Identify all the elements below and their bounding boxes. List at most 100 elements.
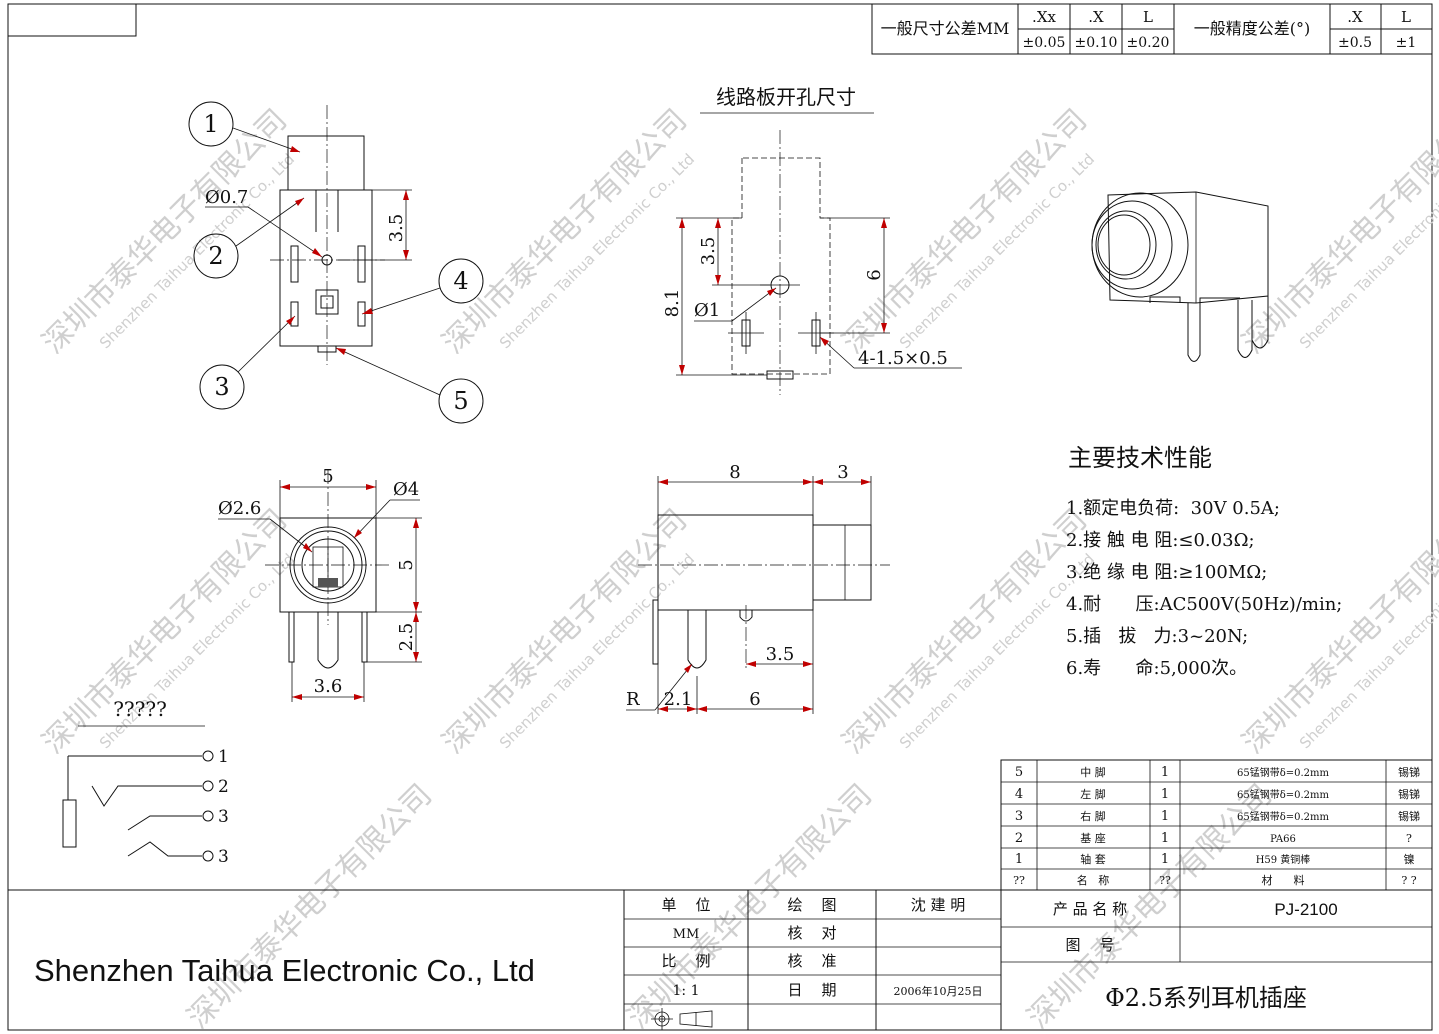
- tolerance-dim-header: .X: [1088, 8, 1104, 26]
- bom-header: 名 称: [1077, 873, 1110, 887]
- tolerance-angle-header: L: [1401, 8, 1411, 26]
- projection-symbol-icon: [651, 1008, 713, 1030]
- product-name-value: PJ-2100: [1274, 900, 1337, 919]
- tolerance-dim-header: L: [1143, 8, 1153, 26]
- spec-item: 6.寿 命:5,000次。: [1066, 658, 1247, 679]
- bom-cell: 中 脚: [1080, 765, 1106, 779]
- pcb-slots-label: 4-1.5×0.5: [858, 348, 948, 369]
- unit-label: 单 位: [661, 896, 710, 914]
- tolerance-table: 一般尺寸公差MM .Xx .X L ±0.05 ±0.10 ±0.20 一般精度…: [871, 3, 1433, 55]
- bom-cell: 1: [1161, 831, 1169, 846]
- date-label: 日 期: [787, 981, 836, 999]
- spec-item: 4.耐 压:AC500V(50Hz)/min;: [1066, 594, 1342, 615]
- side-dim-8: 8: [729, 462, 740, 483]
- bom-cell: 1: [1161, 852, 1169, 867]
- side-view: 8 3 3.5 2.1 6 R: [626, 462, 890, 714]
- draw-label: 绘 图: [787, 896, 836, 914]
- bom-cell: 1: [1161, 787, 1169, 802]
- corner-box: [7, 3, 137, 37]
- approve-label: 核 准: [787, 952, 836, 970]
- spec-item: 2.接 触 电 阻:≤0.03Ω;: [1066, 530, 1255, 551]
- bom-cell: 1: [1161, 765, 1169, 780]
- watermark-cn: 深圳市泰华电子有限公司: [36, 103, 294, 361]
- bom-cell: 1: [1015, 852, 1023, 867]
- schematic-pin: 2: [218, 777, 229, 797]
- company-name: Shenzhen Taihua Electronic Co., Ltd: [34, 953, 535, 988]
- end-dim-5-top: 5: [322, 466, 333, 487]
- bom-cell: 65锰钢带δ=0.2mm: [1237, 766, 1330, 779]
- specs-title: 主要技术性能: [1068, 444, 1212, 472]
- tolerance-angle-header: .X: [1347, 8, 1363, 26]
- bom-cell: 65锰钢带δ=0.2mm: [1237, 788, 1330, 801]
- tolerance-angle-value: ±1: [1396, 35, 1417, 51]
- tolerance-dim-value: ±0.20: [1127, 35, 1170, 51]
- draw-value: 沈 建 明: [911, 896, 966, 914]
- tolerance-dim-header: .Xx: [1032, 8, 1056, 26]
- bom-cell: 锡锑: [1398, 787, 1420, 801]
- schematic: ????? 1 2 3 3: [62, 697, 229, 867]
- product-name-label: 产 品 名 称: [1053, 900, 1127, 918]
- tolerance-dim-value: ±0.10: [1075, 35, 1118, 51]
- bom-cell: 65锰钢带δ=0.2mm: [1237, 810, 1330, 823]
- bom-header: ??: [1013, 874, 1025, 887]
- tolerance-angle-label: 一般精度公差(°): [1194, 19, 1311, 38]
- bom-cell: 锡锑: [1398, 809, 1420, 823]
- bom-cell: 5: [1015, 765, 1023, 780]
- tolerance-dim-label: 一般尺寸公差MM: [881, 19, 1010, 38]
- callout-5: 5: [453, 387, 468, 415]
- bom-cell: H59 黄铜棒: [1256, 853, 1311, 866]
- tolerance-angle-value: ±0.5: [1338, 35, 1372, 51]
- schematic-pin: 3: [218, 847, 229, 867]
- side-dim-2-1: 2.1: [664, 689, 693, 710]
- pcb-dim-6: 6: [864, 269, 885, 280]
- bom-cell: ?: [1406, 832, 1412, 845]
- end-view: 5 Ø4 Ø2.6 5 2.5 3.6: [218, 466, 422, 702]
- front-view: 3.5 Ø0.7 1 2 3 4 5: [188, 101, 484, 424]
- end-dim-5-side: 5: [396, 559, 417, 570]
- side-r-label: R: [626, 689, 640, 710]
- bom-cell: 基 座: [1080, 831, 1106, 845]
- front-dim-3-5: 3.5: [386, 214, 407, 243]
- bom-header: 材 料: [1262, 873, 1305, 887]
- pcb-dim-3-5: 3.5: [698, 237, 719, 266]
- callout-4: 4: [453, 267, 468, 295]
- schematic-pin: 3: [218, 807, 229, 827]
- bom-cell: 镍: [1404, 852, 1415, 866]
- schematic-title: ?????: [113, 697, 167, 721]
- bom-cell: 右 脚: [1080, 809, 1106, 823]
- side-dim-3-5: 3.5: [766, 644, 795, 665]
- bom-cell: 锡锑: [1398, 765, 1420, 779]
- bom-cell: PA66: [1270, 834, 1296, 845]
- tolerance-dim-value: ±0.05: [1023, 35, 1066, 51]
- spec-item: 1.额定电负荷: 30V 0.5A;: [1066, 498, 1280, 519]
- callout-2: 2: [208, 242, 223, 270]
- end-dia-4: Ø4: [393, 479, 419, 500]
- specs: 主要技术性能 1.额定电负荷: 30V 0.5A; 2.接 触 电 阻:≤0.0…: [1066, 444, 1342, 679]
- bom-header: ??: [1159, 874, 1171, 887]
- watermark-cn: 深圳市泰华电子有限公司: [436, 103, 694, 361]
- pcb-dim-8-1: 8.1: [662, 289, 683, 318]
- watermark-cn: 深圳市泰华电子有限公司: [621, 778, 879, 1034]
- callout-3: 3: [214, 373, 229, 401]
- unit-value: MM: [673, 927, 700, 942]
- title-block: Shenzhen Taihua Electronic Co., Ltd 单 位 …: [8, 889, 1432, 1030]
- check-label: 核 对: [787, 924, 836, 942]
- spec-item: 5.插 拔 力:3~20N;: [1066, 626, 1248, 647]
- scale-label: 比 例: [661, 952, 710, 970]
- pcb-layout: 线路板开孔尺寸 8.1 3.5 6 Ø1: [662, 85, 962, 395]
- side-dim-3: 3: [837, 462, 848, 483]
- watermark-cn: 深圳市泰华电子有限公司: [436, 503, 694, 761]
- spec-item: 3.绝 缘 电 阻:≥100MΩ;: [1066, 562, 1267, 583]
- end-dim-2-5: 2.5: [396, 623, 417, 652]
- callout-1: 1: [203, 110, 218, 138]
- pcb-hole-dia: Ø1: [694, 300, 720, 321]
- bom-cell: 2: [1015, 831, 1023, 846]
- watermark-cn: 深圳市泰华电子有限公司: [836, 103, 1094, 361]
- bom-cell: 3: [1015, 809, 1023, 824]
- bom-header: ? ?: [1401, 874, 1416, 887]
- bom-cell: 4: [1015, 787, 1023, 802]
- isometric-view: [1091, 191, 1269, 362]
- bom-cell: 1: [1161, 809, 1169, 824]
- bom-table: 5 中 脚 1 65锰钢带δ=0.2mm 锡锑 4 左 脚 1 65锰钢带δ=0…: [1000, 759, 1433, 891]
